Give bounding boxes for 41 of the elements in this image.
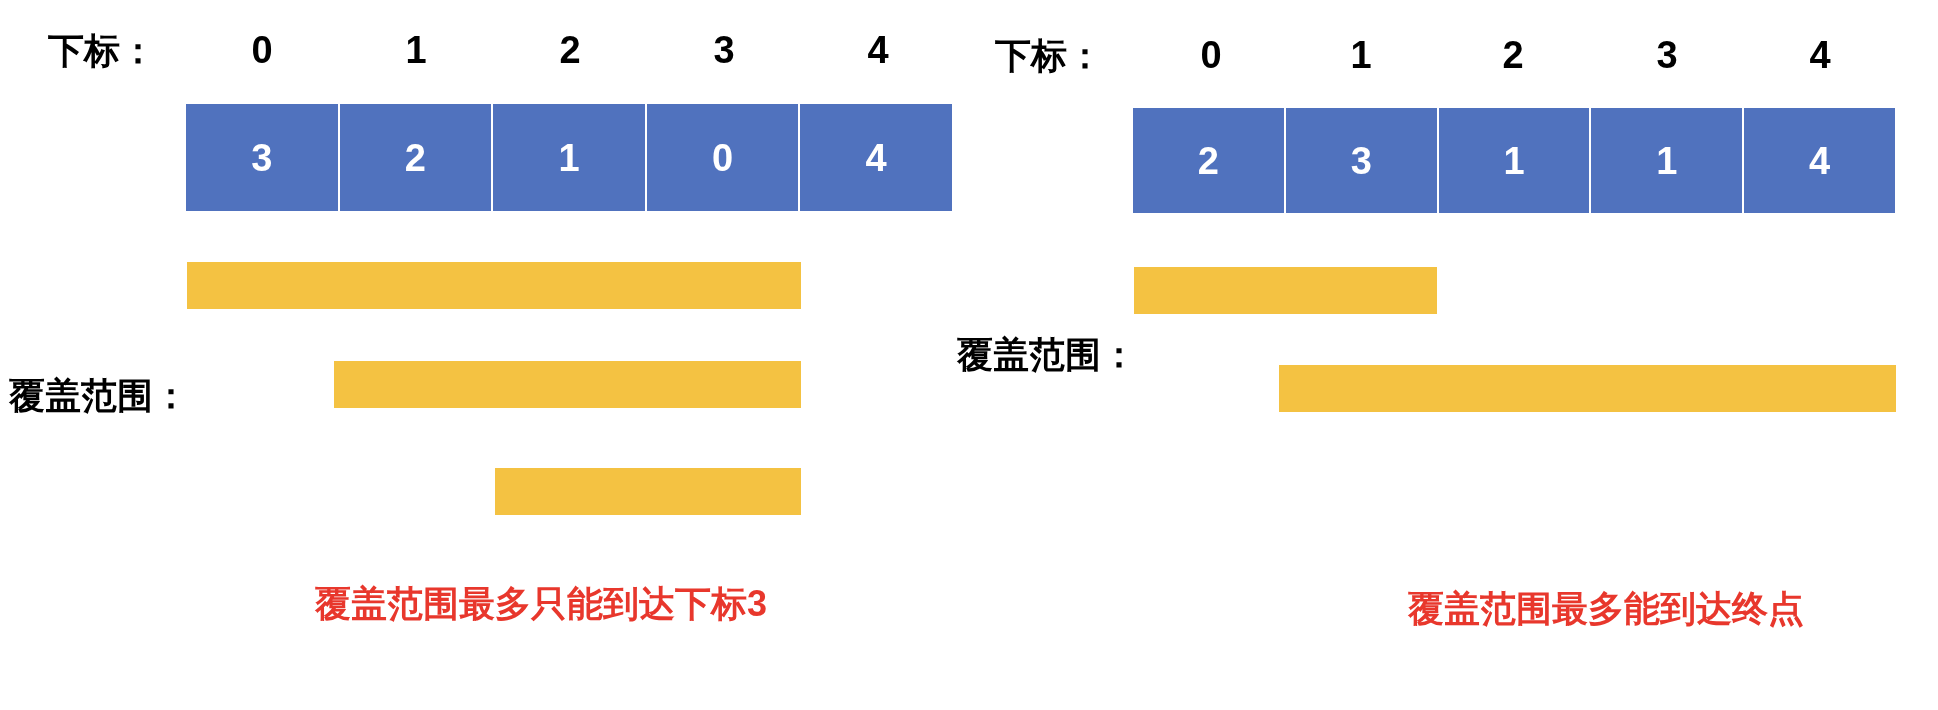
coverage-bar: [1134, 267, 1437, 314]
array-cell: [339, 104, 492, 211]
cell-value: 1: [1503, 141, 1525, 180]
array-cell: [186, 104, 338, 211]
cell-value: 4: [865, 138, 887, 177]
array-cell: [646, 104, 799, 211]
array-cell: [1285, 108, 1437, 213]
array-cell: [493, 104, 645, 211]
row-label: 下标：: [48, 33, 156, 69]
array-cell: [1133, 108, 1284, 213]
index-number: 2: [1502, 36, 1524, 74]
row-label: 覆盖范围：: [9, 378, 189, 414]
cell-value: 1: [558, 138, 580, 177]
cell-value: 3: [251, 138, 273, 177]
coverage-bar: [334, 361, 801, 408]
coverage-bar: [495, 468, 801, 515]
cell-value: 2: [1197, 141, 1219, 180]
coverage-bar: [187, 262, 801, 309]
index-number: 3: [1656, 36, 1678, 74]
cell-value: 1: [1656, 141, 1678, 180]
index-number: 0: [1200, 36, 1222, 74]
cell-value: 4: [1809, 141, 1831, 180]
index-number: 4: [867, 31, 889, 69]
cell-value: 0: [712, 138, 734, 177]
array-cell: [1438, 108, 1590, 213]
array-cell: [1591, 108, 1743, 213]
index-number: 3: [713, 31, 735, 69]
cell-value: 2: [404, 138, 426, 177]
note-text: 覆盖范围最多只能到达下标3: [315, 586, 767, 622]
array-cell: [800, 104, 952, 211]
index-number: 1: [405, 31, 427, 69]
coverage-bar: [1279, 365, 1896, 412]
cell-value: 3: [1350, 141, 1372, 180]
index-number: 1: [1350, 36, 1372, 74]
note-text: 覆盖范围最多能到达终点: [1408, 591, 1804, 627]
index-number: 2: [559, 31, 581, 69]
row-label: 下标：: [995, 38, 1103, 74]
row-label: 覆盖范围：: [957, 337, 1137, 373]
array-cell: [1744, 108, 1895, 213]
index-number: 4: [1809, 36, 1831, 74]
index-number: 0: [251, 31, 273, 69]
